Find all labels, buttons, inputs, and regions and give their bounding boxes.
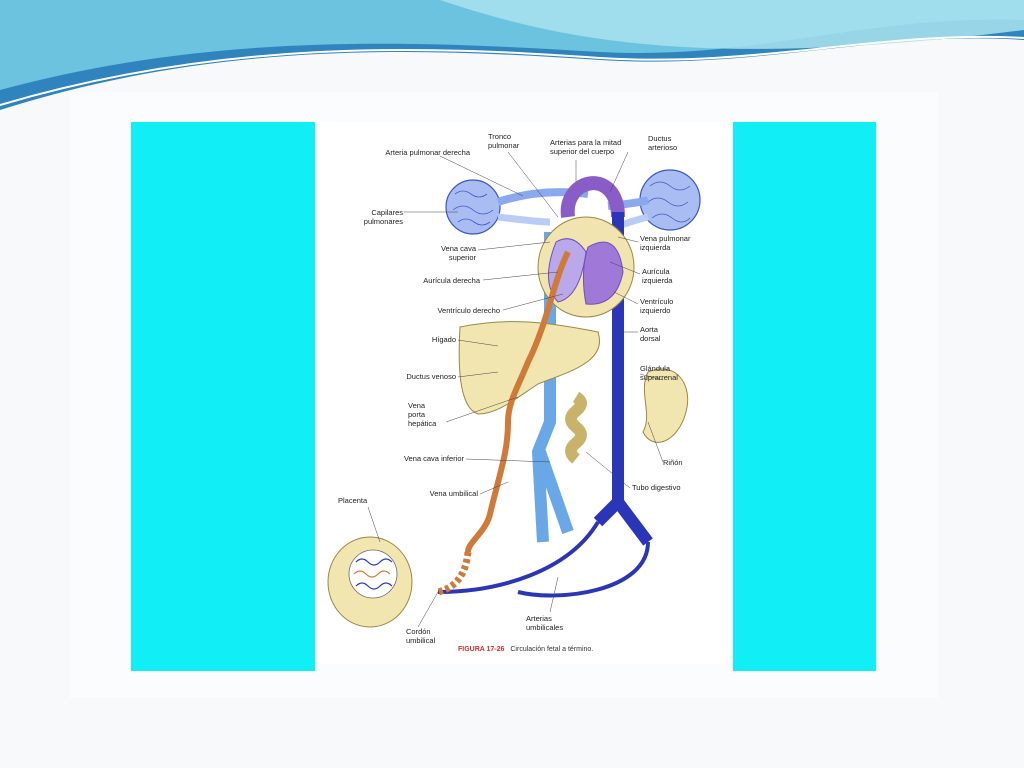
label-ductus-venoso: Ductus venoso [406, 372, 456, 381]
label-ductus-arterioso: Ductus arterioso [648, 134, 678, 152]
label-auricula-derecha: Aurícula derecha [423, 276, 480, 285]
figure-caption: FIGURA 17-26 Circulación fetal a término… [458, 646, 593, 653]
label-cordon-umbilical: Cordón umbilical [406, 627, 436, 645]
left-lung-capillaries [639, 169, 701, 231]
header-wave-decoration [0, 0, 1024, 110]
figure-caption-text: Circulación fetal a término. [510, 646, 594, 653]
label-glandula-suprarrenal: Glándula suprarrenal [640, 364, 678, 382]
label-arterias-umbilicales: Arterias umbilicales [526, 614, 564, 632]
right-lung-capillaries [445, 179, 501, 235]
label-vena-cava-superior: Vena cava superior [440, 244, 476, 262]
label-higado: Hígado [431, 335, 456, 344]
label-aorta-dorsal: Aorta dorsal [640, 325, 661, 343]
label-arterias-mitad-superior: Arterias para la mitad superior del cuer… [550, 138, 622, 156]
kidney [642, 368, 689, 443]
label-auricula-izquierda: Aurícula izquierda [642, 267, 673, 285]
label-vena-umbilical: Vena umbilical [429, 489, 478, 498]
label-capilares-pulmonares: Capilares pulmonares [363, 208, 403, 226]
digestive-tube [565, 391, 587, 464]
label-ventriculo-izquierdo: Ventrículo izquierdo [640, 297, 674, 315]
right-cyan-panel [733, 122, 876, 671]
label-arteria-pulmonar-derecha: Arteria pulmonar derecha [385, 148, 470, 157]
dorsal-aorta [593, 212, 653, 546]
fetal-circulation-illustration [327, 151, 701, 628]
label-ventriculo-derecho: Ventrículo derecho [437, 306, 500, 315]
label-rinon: Riñón [663, 458, 683, 467]
label-vena-porta-hepatica: Vena porta hepática [408, 401, 437, 428]
fetal-circulation-figure: Tronco pulmonar Arterias para la mitad s… [318, 122, 730, 664]
label-placenta: Placenta [338, 496, 368, 505]
aortic-arch [560, 176, 625, 218]
label-vena-cava-inferior: Vena cava inferior [403, 454, 464, 463]
umbilical-vein [465, 250, 571, 553]
label-tubo-digestivo: Tubo digestivo [632, 483, 681, 492]
umbilical-artery [437, 520, 600, 594]
label-vena-pulmonar-izquierda: Vena pulmonar izquierda [640, 234, 691, 252]
umbilical-cord [436, 551, 472, 596]
left-cyan-panel [131, 122, 315, 671]
figure-number: FIGURA 17-26 [458, 646, 505, 653]
label-tronco-pulmonar: Tronco pulmonar [488, 132, 520, 150]
